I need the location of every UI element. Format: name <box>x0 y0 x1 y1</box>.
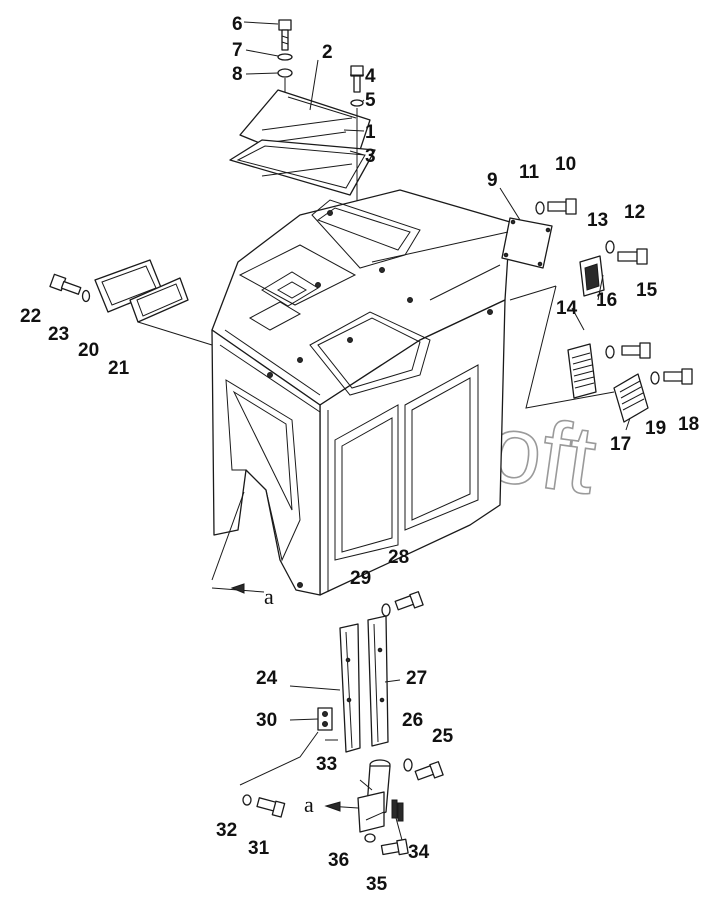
washer-8 <box>277 68 293 78</box>
part-number-25: 25 <box>432 726 454 747</box>
part-number-28: 28 <box>388 547 409 568</box>
part-number-23: 23 <box>48 324 69 345</box>
part-number-27: 27 <box>406 668 427 689</box>
washer-36 <box>364 833 376 843</box>
washer-23 <box>81 289 91 303</box>
part-number-32: 32 <box>216 820 237 841</box>
part-number-29: 29 <box>350 568 371 589</box>
part-number-11: 11 <box>519 162 540 183</box>
washer-5 <box>350 99 364 107</box>
part-number-14: 14 <box>556 298 578 319</box>
part-number-labels: 6 7 8 2 4 5 1 3 9 11 10 13 12 14 16 15 1… <box>20 14 699 895</box>
part-number-9: 9 <box>487 170 498 191</box>
part-number-24: 24 <box>256 668 278 689</box>
part-number-34: 34 <box>408 842 430 863</box>
part-number-33: 33 <box>316 754 337 775</box>
roof-gasket <box>229 139 376 196</box>
washer-13 <box>605 240 615 254</box>
part-number-1: 1 <box>365 122 376 143</box>
part-number-22: 22 <box>20 306 41 327</box>
part-number-18: 18 <box>678 414 699 435</box>
part-number-31: 31 <box>248 838 270 859</box>
part-number-36: 36 <box>328 850 349 871</box>
bolt-25 <box>414 761 444 781</box>
washer-26 <box>403 758 413 772</box>
washer-11 <box>535 201 545 215</box>
louver-17 <box>613 373 649 423</box>
bolt-6 <box>278 19 292 51</box>
bolt-15 <box>621 342 651 359</box>
washer-32 <box>242 794 252 806</box>
view-label-a-upper: a <box>264 584 274 609</box>
part-number-2: 2 <box>322 42 333 63</box>
washer-15 <box>605 345 615 359</box>
part-number-5: 5 <box>365 90 376 111</box>
part-number-10: 10 <box>555 154 576 175</box>
bolt-4 <box>350 65 364 93</box>
part-number-13: 13 <box>587 210 608 231</box>
cover-plate-9 <box>501 217 553 269</box>
bolt-12 <box>617 248 648 265</box>
part-number-20: 20 <box>78 340 99 361</box>
washer-29 <box>381 603 391 617</box>
view-label-a-lower: a <box>304 792 314 817</box>
bolt-10 <box>547 198 577 215</box>
part-number-7: 7 <box>232 40 243 61</box>
pillar-cover-24 <box>339 623 361 753</box>
part-number-4: 4 <box>365 66 376 87</box>
gasket-21 <box>129 277 189 323</box>
part-number-12: 12 <box>624 202 645 223</box>
part-number-15: 15 <box>636 280 658 301</box>
leader-lines <box>243 21 631 841</box>
part-number-26: 26 <box>402 710 423 731</box>
part-number-3: 3 <box>365 146 376 167</box>
washer-7 <box>277 53 293 61</box>
part-number-17: 17 <box>610 434 631 455</box>
pillar-cover-27 <box>367 615 389 747</box>
bolt-31 <box>256 797 286 818</box>
bracket-33 <box>357 759 391 833</box>
washer-19 <box>650 371 660 385</box>
bolt-22 <box>49 273 82 295</box>
part-number-19: 19 <box>645 418 666 439</box>
part-number-30: 30 <box>256 710 277 731</box>
part-number-6: 6 <box>232 14 243 35</box>
bolt-18 <box>663 368 693 385</box>
cab-frame <box>211 189 511 596</box>
bolt-35 <box>380 838 409 856</box>
part-number-21: 21 <box>108 358 130 379</box>
bolt-28 <box>394 591 424 611</box>
part-number-8: 8 <box>232 64 243 85</box>
part-number-16: 16 <box>596 290 617 311</box>
clip-34 <box>391 799 404 822</box>
part-number-35: 35 <box>366 874 388 895</box>
roof-cover-assembly <box>229 89 376 196</box>
